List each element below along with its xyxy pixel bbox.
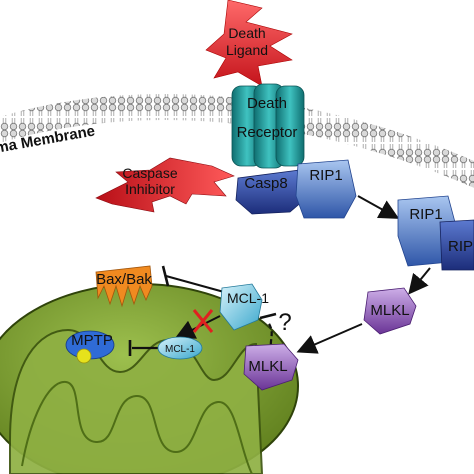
mptp-label: MPTP	[71, 332, 113, 349]
mcl1-inner	[157, 336, 203, 360]
mlkl-cytosolic	[363, 287, 417, 335]
rip1-upper-label: RIP1	[409, 206, 442, 223]
caspase-inhibitor-label-line2: Inhibitor	[125, 181, 175, 197]
caspase-inhibitor	[95, 157, 235, 213]
death-receptor-label-line1: Death	[247, 95, 287, 112]
block-x-icon	[192, 309, 214, 333]
bax-bak-label: Bax/Bak	[96, 271, 152, 288]
mcl1-outer	[219, 283, 263, 331]
bax-bak	[95, 265, 153, 308]
inhibition-mcl1-bax	[161, 265, 225, 294]
rip1-complex	[295, 159, 357, 219]
rip1-complex-label: RIP1	[309, 167, 342, 184]
death-ligand-label-line2: Ligand	[226, 42, 268, 58]
arrow-rip1-to-rip3	[357, 195, 400, 219]
mlkl-mitochondrial	[243, 343, 299, 391]
death-ligand	[205, 0, 293, 87]
mcl1-inner-label: MCL-1	[165, 344, 195, 355]
arrow-mlkl-to-mito	[296, 323, 363, 354]
plasma-membrane	[0, 93, 474, 188]
rip-lower-label: RIP	[448, 238, 473, 255]
death-receptor-label-line2: Receptor	[237, 124, 298, 141]
arrow-rip-to-mlkl	[408, 267, 431, 295]
casp8-label: Casp8	[244, 175, 287, 192]
rip1-rip3-complex	[397, 195, 474, 271]
mitochondrion	[0, 283, 299, 474]
death-receptor	[231, 83, 305, 169]
mlkl-cytosolic-label: MLKL	[370, 302, 409, 319]
mlkl-mitochondrial-label: MLKL	[248, 358, 287, 375]
caspase-inhibitor-label-line1: Caspase	[122, 165, 177, 181]
death-ligand-label-line1: Death	[228, 25, 265, 41]
mptp	[65, 330, 115, 364]
question-mark: ?	[278, 309, 291, 336]
mcl1-outer-label: MCL-1	[227, 290, 269, 306]
